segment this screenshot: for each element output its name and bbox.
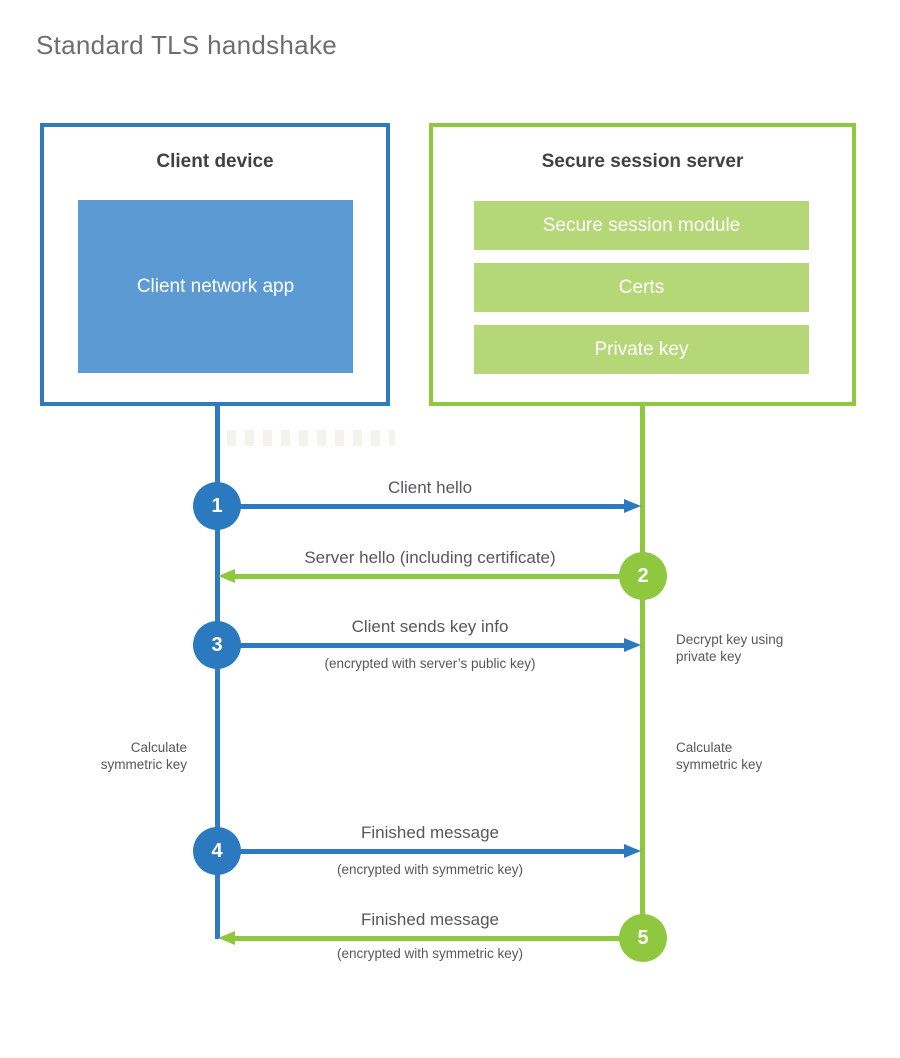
step-circle-3: 3 — [193, 621, 241, 669]
server-module-private-key: Private key — [474, 325, 809, 374]
client-device-title: Client device — [156, 151, 274, 172]
message-sublabel-key-info: (encrypted with server’s public key) — [324, 656, 536, 671]
server-module-secure-session: Secure session module — [474, 201, 809, 250]
server-lifeline — [640, 405, 645, 939]
arrow-client-hello — [217, 499, 641, 513]
step-circle-4: 4 — [193, 827, 241, 875]
message-label-finished-client: Finished message — [361, 823, 499, 842]
arrow-head-right-icon — [624, 638, 641, 652]
step-number: 5 — [637, 926, 649, 949]
secure-session-server-title: Secure session server — [541, 151, 744, 172]
arrow-head-left-icon — [218, 931, 235, 945]
arrow-shaft — [217, 642, 627, 648]
note-calculate-symmetric-key-server: Calculate symmetric key — [676, 740, 763, 772]
arrow-server-hello — [218, 569, 643, 583]
message-label-server-hello: Server hello (including certificate) — [304, 548, 556, 567]
arrow-head-right-icon — [624, 499, 641, 513]
client-network-app-label: Client network app — [136, 275, 295, 297]
note-calculate-symmetric-key-client: Calculate symmetric key — [100, 740, 187, 772]
step-circle-2: 2 — [619, 552, 667, 600]
arrow-shaft — [217, 503, 627, 509]
step-circle-5: 5 — [619, 914, 667, 962]
faded-ghost-artifact — [227, 430, 395, 446]
message-label-client-hello: Client hello — [387, 478, 473, 497]
page-title: Standard TLS handshake — [36, 30, 338, 60]
arrow-head-left-icon — [218, 569, 235, 583]
message-sublabel-finished-client: (encrypted with symmetric key) — [336, 862, 524, 877]
step-number: 2 — [637, 564, 649, 587]
arrow-shaft — [217, 848, 627, 854]
message-sublabel-finished-server: (encrypted with symmetric key) — [336, 946, 524, 961]
arrow-client-key-info — [217, 638, 641, 652]
client-network-app-box: Client network app — [78, 200, 353, 373]
arrow-head-right-icon — [624, 844, 641, 858]
step-number: 4 — [211, 839, 223, 862]
arrow-shaft — [232, 573, 643, 579]
message-label-finished-server: Finished message — [361, 910, 499, 929]
client-lifeline — [215, 405, 220, 939]
server-module-certs: Certs — [474, 263, 809, 312]
arrow-finished-client — [217, 844, 641, 858]
message-label-key-info: Client sends key info — [351, 617, 509, 636]
step-number: 1 — [211, 494, 223, 517]
client-device-box: Client device Client network app — [40, 123, 390, 406]
arrow-finished-server — [218, 931, 643, 945]
step-circle-1: 1 — [193, 482, 241, 530]
arrow-shaft — [232, 935, 643, 941]
step-number: 3 — [211, 633, 223, 656]
note-decrypt-key: Decrypt key using private key — [676, 632, 784, 664]
secure-session-server-box: Secure session server Secure session mod… — [429, 123, 856, 406]
